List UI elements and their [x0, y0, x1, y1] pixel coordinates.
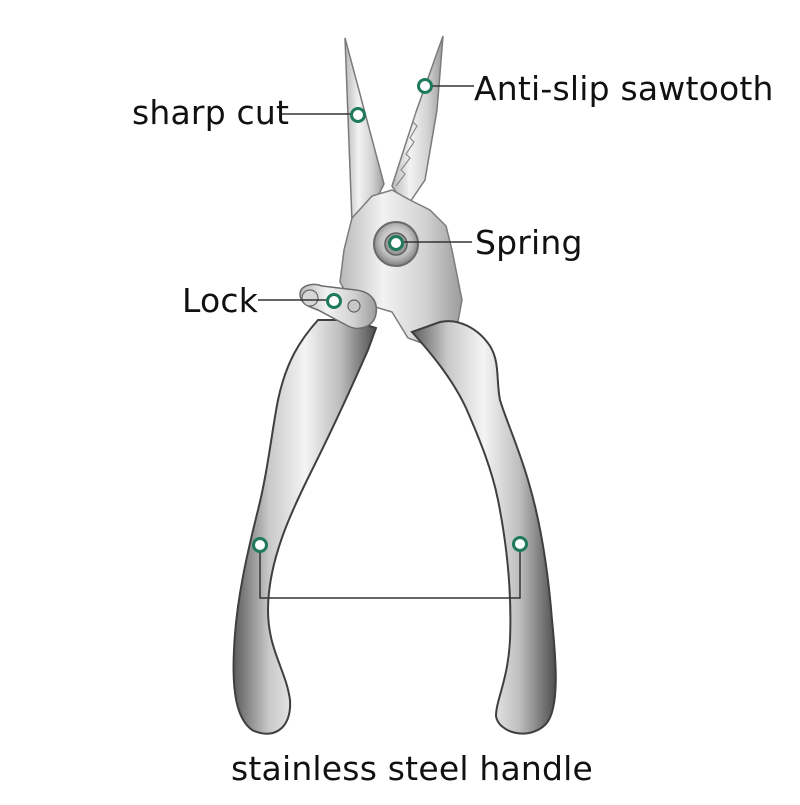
- callout-spring: Spring: [475, 223, 583, 262]
- callout-anti-slip-sawtooth: Anti-slip sawtooth: [474, 69, 774, 108]
- marker-handle-left: [252, 537, 268, 553]
- marker-spring: [388, 235, 404, 251]
- lock-knob: [301, 289, 319, 307]
- right-blade: [391, 35, 444, 207]
- right-handle: [410, 320, 557, 735]
- callout-stainless-steel-handle: stainless steel handle: [231, 749, 594, 788]
- marker-anti-slip: [417, 78, 433, 94]
- lock-rivet: [347, 299, 361, 313]
- callout-sharp-cut: sharp cut: [132, 93, 290, 132]
- marker-handle-right: [512, 536, 528, 552]
- left-handle: [232, 319, 378, 735]
- sawtooth-edge: [395, 111, 418, 187]
- leader-handle-bracket: [259, 544, 521, 599]
- callout-lock: Lock: [182, 281, 259, 320]
- marker-lock: [326, 293, 342, 309]
- marker-sharp-cut: [350, 107, 366, 123]
